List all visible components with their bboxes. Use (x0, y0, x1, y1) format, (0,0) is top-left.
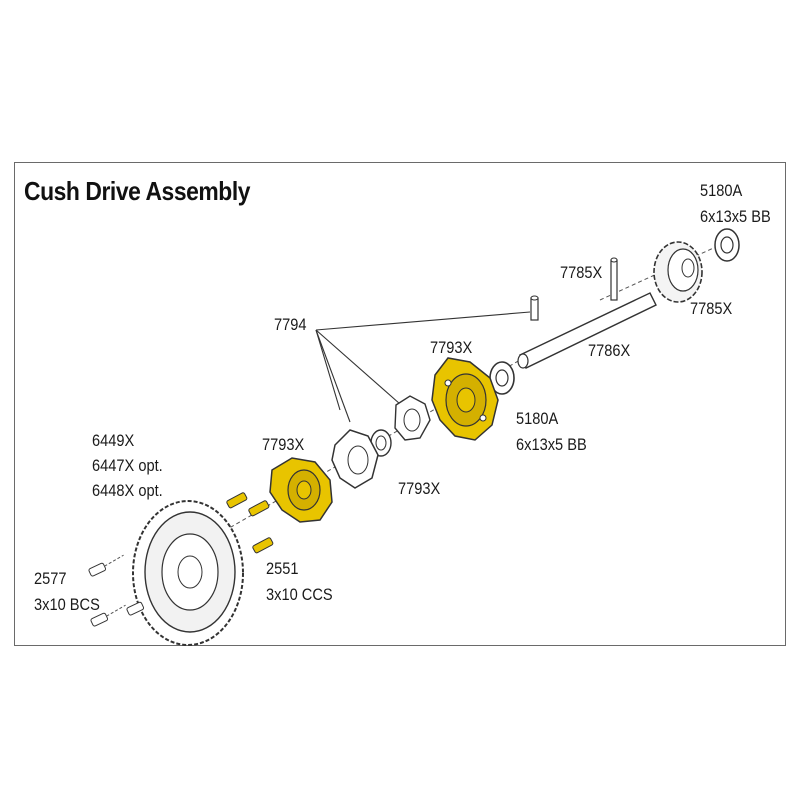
label-bearing-mid-size: 6x13x5 BB (516, 435, 587, 454)
label-screw-left-part: 2577 (34, 569, 67, 588)
screws-ccs (226, 492, 274, 554)
shaft (517, 292, 657, 369)
label-spur-gear-2: 6447X opt. (92, 456, 163, 475)
label-screw-mid-part: 2551 (266, 559, 299, 578)
washer (370, 429, 392, 457)
label-gear-right: 7785X (690, 299, 733, 318)
screws-bcs (88, 554, 145, 627)
hub-upper (431, 357, 499, 441)
diagram-title: Cush Drive Assembly (24, 176, 251, 206)
pinion-gear (653, 241, 703, 303)
label-bearing-mid-part: 5180A (516, 409, 559, 428)
label-washer: 7793X (398, 479, 441, 498)
pin-top (610, 257, 618, 301)
drive-carrier (394, 395, 431, 441)
label-hub-upper: 7793X (430, 338, 473, 357)
spur-gear (132, 500, 244, 646)
hub-lower (269, 457, 333, 523)
leader-lines (315, 311, 531, 423)
bearing-top (714, 228, 740, 262)
label-pin-top: 7785X (560, 263, 603, 282)
label-shaft: 7786X (588, 341, 631, 360)
hub-white (331, 429, 379, 489)
bearing-mid (489, 361, 515, 395)
diagram-frame (14, 162, 786, 646)
label-spur-gear-1: 6449X (92, 431, 135, 450)
label-bearing-top-size: 6x13x5 BB (700, 207, 771, 226)
label-bearing-top-part: 5180A (700, 181, 743, 200)
label-screw-mid-size: 3x10 CCS (266, 585, 333, 604)
pin-7794-top (530, 295, 539, 321)
label-spur-gear-3: 6448X opt. (92, 481, 163, 500)
label-pins-group: 7794 (274, 315, 307, 334)
label-hub-lower: 7793X (262, 435, 305, 454)
label-screw-left-size: 3x10 BCS (34, 595, 100, 614)
